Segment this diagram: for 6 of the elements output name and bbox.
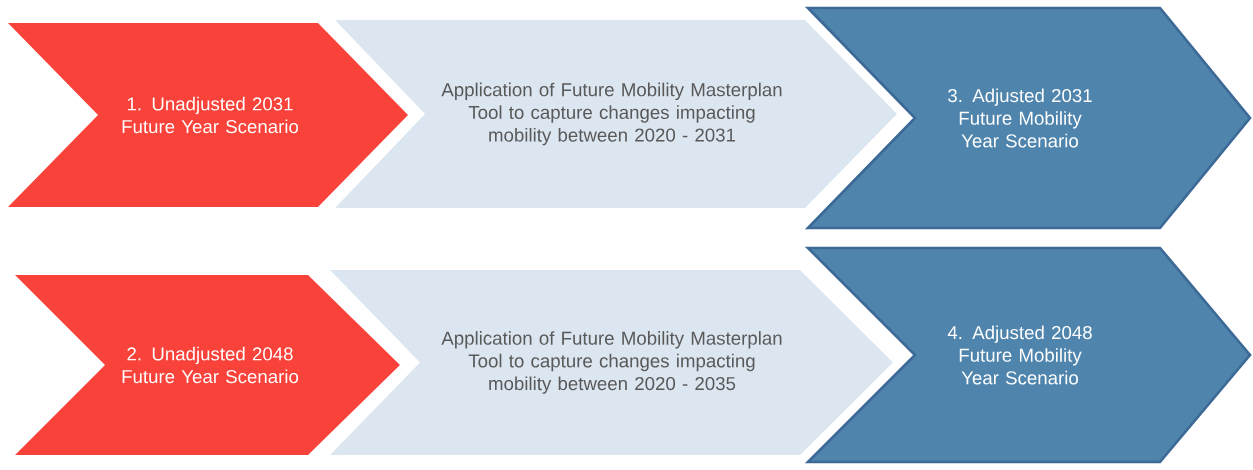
process-step: 4. Adjusted 2048 Future Mobility Year Scenario [804, 246, 1252, 464]
process-step: 1. Unadjusted 2031 Future Year Scenario [8, 23, 408, 207]
process-step: Application of Future Mobility Masterplan Tool to capture changes impacting mobility between 2020 - 2031 [335, 20, 897, 208]
process-step: 2. Unadjusted 2048 Future Year Scenario [15, 275, 400, 455]
process-step: 3. Adjusted 2031 Future Mobility Year Scenario [804, 6, 1252, 230]
process-step: Application of Future Mobility Masterplan Tool to capture changes impacting mobility between 2020 - 2035 [330, 270, 893, 455]
